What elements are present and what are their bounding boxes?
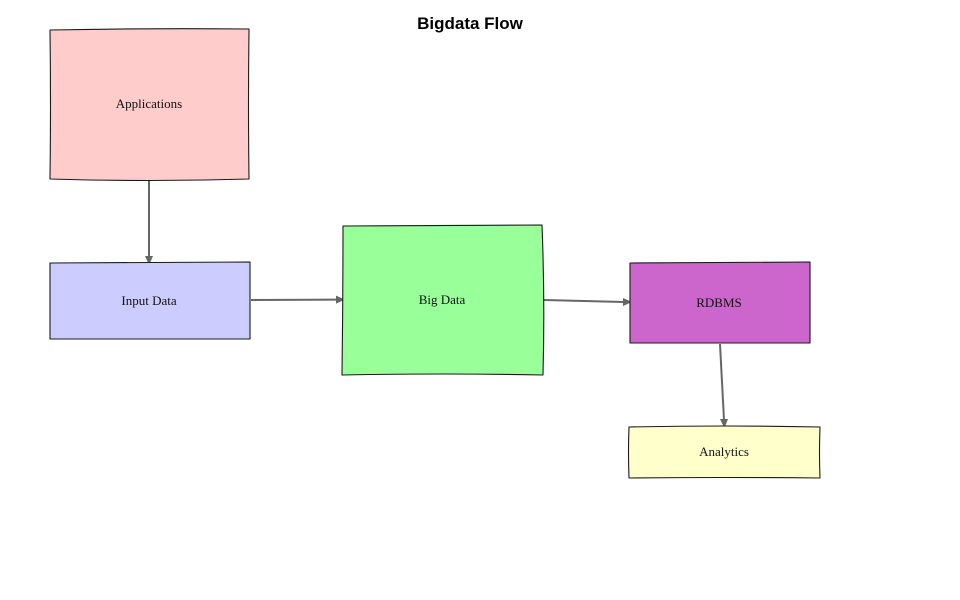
node-applications-label: Applications — [116, 96, 182, 111]
node-rdbms-label: RDBMS — [696, 295, 742, 310]
node-rdbms-shape — [629, 261, 811, 344]
node-input-data-label: Input Data — [121, 293, 176, 308]
node-big-data[interactable]: Big Data — [341, 224, 545, 376]
node-input-data[interactable]: Input Data — [49, 261, 251, 340]
diagram-title: Bigdata Flow — [417, 14, 524, 33]
node-big-data-label: Big Data — [419, 292, 466, 307]
node-input-data-shape — [49, 261, 251, 340]
node-analytics-shape — [627, 425, 821, 479]
arrow-head-icon — [720, 419, 728, 428]
node-big-data-shape — [341, 224, 545, 376]
node-analytics[interactable]: Analytics — [627, 425, 821, 479]
edge-input-data-to-big-data — [250, 295, 345, 304]
edge-applications-to-input-data — [145, 181, 153, 265]
arrow-head-icon — [145, 256, 153, 265]
edge-big-data-to-rdbms — [543, 298, 632, 306]
node-analytics-label: Analytics — [699, 444, 749, 459]
node-rdbms[interactable]: RDBMS — [629, 261, 811, 344]
node-applications-shape — [49, 28, 250, 182]
edge-rdbms-to-analytics — [719, 343, 728, 428]
arrow-head-icon — [336, 295, 345, 304]
node-applications[interactable]: Applications — [49, 28, 250, 182]
arrow-head-icon — [623, 298, 632, 306]
